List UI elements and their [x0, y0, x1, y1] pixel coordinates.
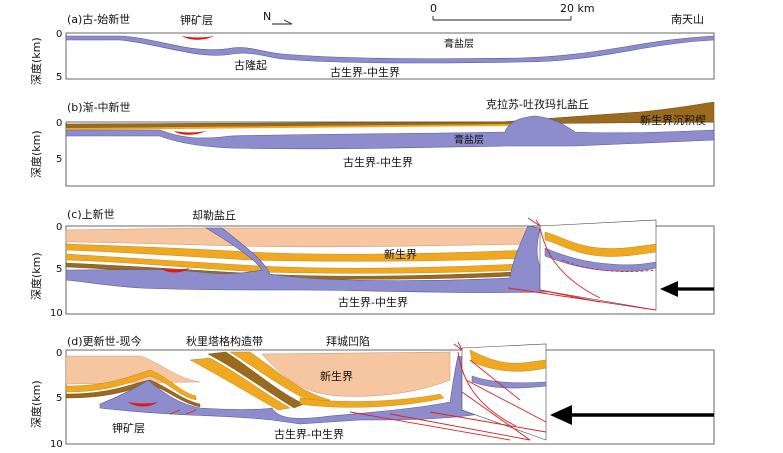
panel-d-salt-layer	[99, 355, 481, 425]
scale-label-zero: 0	[430, 2, 437, 15]
panel-a-title: (a)古-始新世	[67, 12, 130, 26]
panel-a-label-south-tianshan: 南天山	[671, 13, 704, 26]
panel-c-potash-lens	[160, 268, 190, 273]
panel-a-axis-label: 深度(km)	[29, 37, 43, 85]
panel-a-label-paleo-uplift: 古隆起	[234, 58, 267, 72]
panel-d-potash-lens	[128, 402, 158, 407]
panel-a-label-potash: 钾矿层	[180, 13, 213, 27]
panel-c-label-paleo-meso: 古生界-中生界	[338, 295, 408, 309]
panel-b-tick-0: 0	[56, 118, 62, 129]
panel-b-axis-label: 深度(km)	[29, 130, 43, 178]
panel-b-label-paleo-meso: 古生界-中生界	[343, 155, 413, 169]
panel-d-axis-label: 深度(km)	[29, 380, 43, 428]
panel-b: (b)渐-中新世 克拉苏-吐孜玛扎盐丘 新生界沉积楔 膏盐层 古生界-中生界 深…	[29, 97, 715, 187]
panel-d-tick-0: 0	[56, 348, 62, 359]
panel-a-tick-0: 0	[56, 29, 62, 40]
panel-d-title: (d)更新世-现今	[67, 334, 142, 348]
panel-c-tick-5: 5	[56, 264, 62, 275]
panel-a: (a)古-始新世 钾矿层 N 0 20 km 南天山 膏盐层 古隆起 古生界-中…	[29, 2, 715, 85]
panel-a-salt-layer	[65, 35, 715, 64]
panel-c-faults	[507, 217, 657, 311]
panel-c-wedge-ochre	[544, 231, 657, 257]
panel-c-title: (c)上新世	[67, 207, 115, 221]
panel-d-push-arrow-icon	[550, 405, 714, 425]
panel-d-label-depression: 拜城凹陷	[326, 334, 370, 348]
panel-d-faults	[169, 341, 547, 441]
panel-d-left-peach	[65, 355, 201, 385]
panel-b-label-cenozoic-wedge: 新生界沉积楔	[640, 113, 706, 127]
panel-c-tick-10: 10	[50, 308, 63, 319]
panel-a-label-north: N	[263, 10, 271, 23]
panel-d-wedge-ochre	[469, 349, 547, 372]
panel-d-diagonal-ochre	[189, 357, 291, 411]
panel-d-tick-10: 10	[50, 439, 63, 450]
panel-c-tick-0: 0	[56, 222, 62, 233]
panel-c-label-cenozoic: 新生界	[384, 247, 417, 261]
panel-d: (d)更新世-现今 秋里塔格构造带 拜城凹陷 新生界 钾矿层 古生界-中生界 深…	[29, 334, 715, 450]
panel-b-thin-ochre-band	[66, 124, 510, 130]
panel-c-cenozoic-top	[65, 227, 531, 248]
panel-c-axis-label: 深度(km)	[29, 252, 43, 300]
panel-d-left-ochre-1	[65, 369, 197, 401]
panel-d-diagonal-brown	[207, 351, 305, 409]
panel-b-label-gypsum: 膏盐层	[454, 133, 484, 146]
panel-d-wedge-salt	[471, 375, 547, 389]
panel-c-salt-layer	[65, 225, 549, 293]
scale-bar	[432, 16, 572, 21]
panel-c-label-diapir: 却勒盐丘	[192, 209, 236, 222]
panel-c: (c)上新世 却勒盐丘 新生界 古生界-中生界 深度(km) 0 5 10	[29, 207, 715, 319]
panel-b-salt-layer	[65, 115, 715, 150]
panel-c-push-arrow-icon	[660, 281, 714, 297]
panel-b-label-diapir: 克拉苏-吐孜玛扎盐丘	[486, 97, 589, 111]
panel-d-label-belt: 秋里塔格构造带	[186, 334, 263, 348]
panel-a-label-paleo-meso: 古生界-中生界	[330, 65, 400, 79]
panel-d-label-potash: 钾矿层	[112, 421, 145, 435]
panel-d-tick-5: 5	[56, 393, 62, 404]
panel-a-label-gypsum: 膏盐层	[444, 37, 474, 50]
panel-a-potash-lens	[182, 36, 214, 40]
panel-d-label-paleo-meso: 古生界-中生界	[274, 427, 344, 441]
panel-d-depression-bands	[299, 393, 445, 408]
panel-a-frame	[65, 32, 715, 80]
panel-d-cenozoic-fill	[261, 351, 451, 397]
panel-b-potash-lens	[174, 131, 206, 135]
panel-a-tick-5: 5	[56, 72, 62, 83]
scale-label-20km: 20 km	[560, 2, 595, 15]
north-arrow-icon	[272, 19, 293, 25]
panel-d-label-cenozoic: 新生界	[320, 369, 353, 383]
panel-b-tick-5: 5	[56, 154, 62, 165]
panel-c-wedge-salt	[544, 247, 657, 272]
panel-d-left-brown	[65, 379, 201, 408]
panel-b-title: (b)渐-中新世	[67, 100, 131, 114]
